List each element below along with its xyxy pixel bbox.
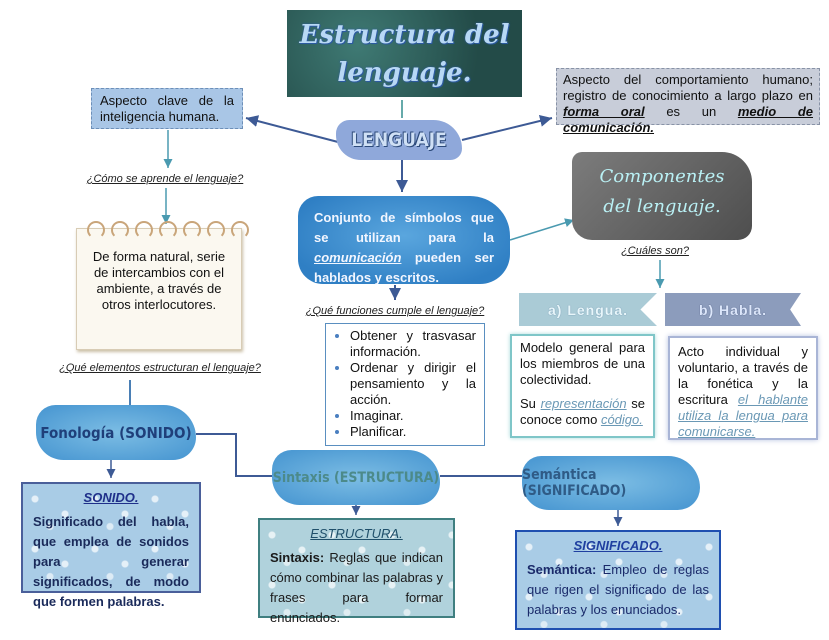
right-box: Aspecto del comportamiento humano; regis… <box>556 68 820 135</box>
definition-text-2: pueden ser hablados y escritos. <box>314 250 494 285</box>
habla-text: Acto individual y voluntario, a través d… <box>678 344 808 407</box>
arrow-to-right-box <box>461 115 553 141</box>
map-title: Estructura del lenguaje. <box>287 10 522 97</box>
right-text-2: es un <box>644 104 738 119</box>
habla-box: Acto individual y voluntario, a través d… <box>668 336 818 440</box>
sonido-box: SONIDO. Significado del habla, que emple… <box>21 482 201 609</box>
semantica-blob: Semántica (SIGNIFICADO) <box>522 456 700 510</box>
arrow-to-left-box <box>245 115 339 143</box>
right-em-1: forma oral <box>563 104 645 119</box>
question-cuales: ¿Cuáles son? <box>621 245 689 257</box>
left-box: Aspecto clave de la inteligencia humana. <box>91 88 243 129</box>
functions-list: Obtener y trasvasar información. Ordenar… <box>325 323 485 446</box>
sonido-heading: SONIDO. <box>83 490 139 505</box>
notepad-text: De forma natural, serie de intercambios … <box>92 249 226 312</box>
function-item: Planificar. <box>350 424 476 440</box>
habla-banner: b) Habla. <box>665 293 801 326</box>
significado-heading: SIGNIFICADO. <box>573 538 663 553</box>
estructura-heading: ESTRUCTURA. <box>310 526 403 541</box>
significado-box: SIGNIFICADO. Semántica: Empleo de reglas… <box>515 530 721 630</box>
lengua-text: Modelo general para los miembros de una … <box>520 340 645 387</box>
notepad-rings-icon <box>87 221 249 239</box>
right-text-1: Aspecto del comportamiento humano; regis… <box>563 72 813 103</box>
right-em-2: medio de comunicación. <box>563 104 813 135</box>
sintaxis-text: Reglas que indican cómo combinar las pal… <box>270 550 443 625</box>
habla-link: el hablante utiliza la lengua para comun… <box>678 392 808 439</box>
lengua-se: se conoce como <box>520 396 646 427</box>
lengua-codigo: código. <box>600 412 643 427</box>
definition-text-1: Conjunto de símbolos que se utilizan par… <box>314 210 494 245</box>
sonido-text: Significado del habla, que emplea de son… <box>33 514 189 609</box>
lengua-representacion: representación <box>540 396 627 411</box>
function-item: Obtener y trasvasar información. <box>350 328 476 360</box>
notepad-card: De forma natural, serie de intercambios … <box>76 221 249 350</box>
lengua-su: Su <box>520 396 541 411</box>
semantica-text: Empleo de reglas que rigen el significad… <box>527 562 709 617</box>
arrow-to-componentes <box>509 218 575 241</box>
semantica-term: Semántica: <box>527 562 597 577</box>
function-item: Imaginar. <box>350 408 476 424</box>
fonologia-blob: Fonología (SONIDO) <box>36 405 196 460</box>
componentes-title-1: Componentes <box>599 166 725 187</box>
lengua-banner: a) Lengua. <box>519 293 657 326</box>
question-funciones: ¿Qué funciones cumple el lenguaje? <box>305 305 485 317</box>
question-aprende: ¿Cómo se aprende el lenguaje? <box>86 173 244 185</box>
lengua-box: Modelo general para los miembros de una … <box>510 334 655 438</box>
function-item: Ordenar y dirigir el pensamiento y la ac… <box>350 360 476 408</box>
question-elementos: ¿Qué elementos estructuran el lenguaje? <box>59 362 261 374</box>
componentes-blob: Componentes del lenguaje. <box>572 152 752 240</box>
central-node: LENGUAJE <box>336 120 462 160</box>
definition-blob: Conjunto de símbolos que se utilizan par… <box>298 196 510 285</box>
definition-em: comunicación <box>314 250 402 265</box>
sintaxis-term: Sintaxis: <box>270 550 325 565</box>
estructura-box: ESTRUCTURA. Sintaxis: Reglas que indican… <box>258 518 455 625</box>
sintaxis-blob: Sintaxis (ESTRUCTURA) <box>272 450 440 505</box>
componentes-title-2: del lenguaje. <box>603 196 721 217</box>
fonologia-sintaxis-line <box>196 433 272 477</box>
